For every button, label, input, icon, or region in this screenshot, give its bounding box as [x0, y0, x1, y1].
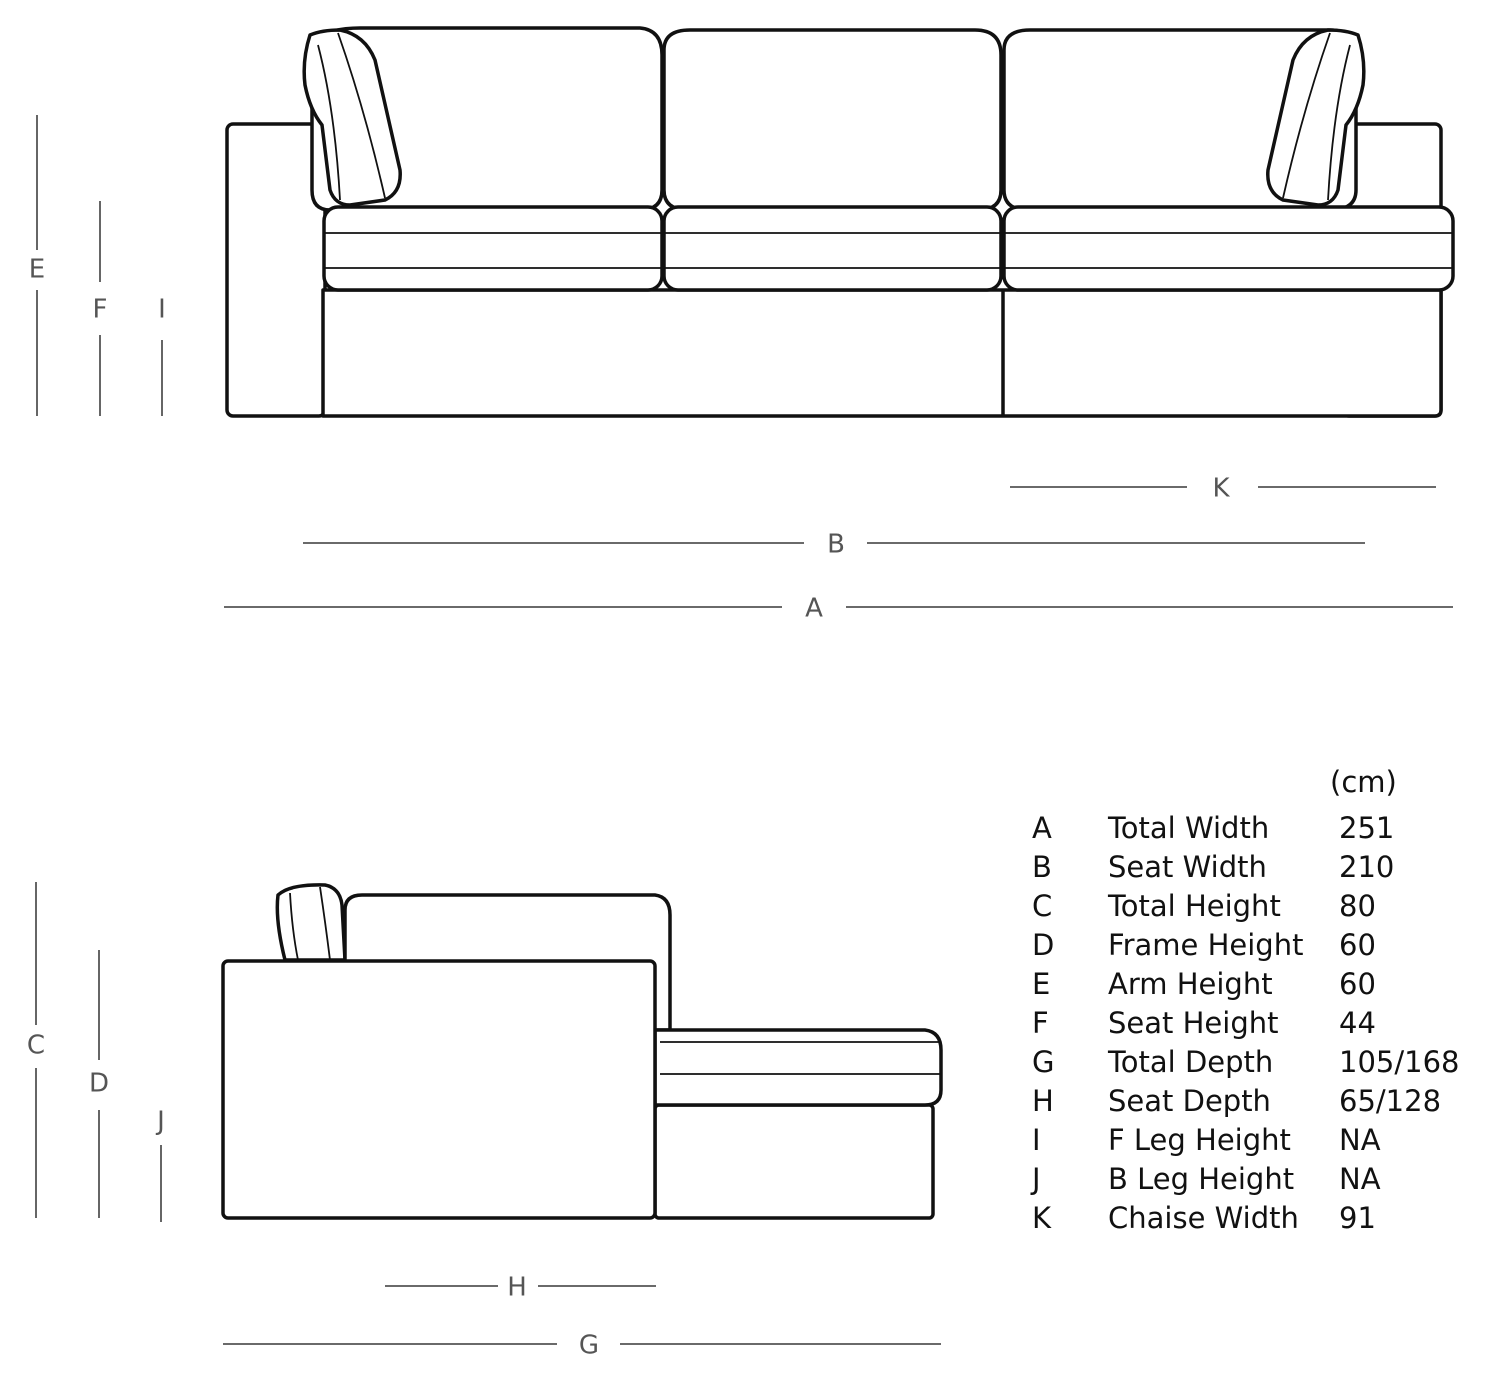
table-row-value: 60 [1339, 928, 1376, 962]
dim-label-b: B [827, 530, 845, 560]
seat-cushion-left [322, 205, 664, 292]
dim-label-k: K [1212, 474, 1230, 504]
unit-label: (cm) [1330, 765, 1397, 799]
table-row-value: 80 [1339, 889, 1376, 923]
side-pillow-stitch [319, 886, 331, 961]
table-row-letter: E [1032, 967, 1050, 1001]
seat-cushion-middle [662, 205, 1003, 292]
table-row-name: Seat Depth [1108, 1084, 1271, 1118]
table-row-letter: F [1032, 1006, 1049, 1040]
dim-label-a: A [805, 594, 823, 624]
seat-cushion-right [1002, 205, 1455, 292]
pillow-left-stitch [317, 44, 341, 201]
table-row-letter: H [1032, 1084, 1054, 1118]
dim-label-c: C [27, 1031, 45, 1061]
table-row-letter: C [1032, 889, 1052, 923]
sofa-front-view [225, 26, 1455, 418]
table-row-name: Seat Width [1108, 850, 1267, 884]
table-row-name: Chaise Width [1108, 1201, 1299, 1235]
dim-label-f: F [93, 295, 108, 325]
sofa-base [321, 288, 1443, 418]
table-row-letter: J [1030, 1162, 1041, 1196]
pillow-right-stitch [1282, 32, 1331, 199]
table-row-letter: D [1032, 928, 1054, 962]
chaise-seat-cushion [653, 1028, 943, 1107]
table-row-value: 105/168 [1339, 1045, 1459, 1079]
pillow-right-stitch [1327, 44, 1351, 201]
table-row-letter: B [1032, 850, 1052, 884]
table-row-value: 60 [1339, 967, 1376, 1001]
table-row-name: B Leg Height [1108, 1162, 1294, 1196]
back-cushion-middle [662, 28, 1003, 212]
table-row-value: 44 [1339, 1006, 1376, 1040]
pillow-left-stitch [337, 32, 386, 199]
table-row-letter: A [1032, 811, 1052, 845]
dim-label-h: H [507, 1273, 527, 1303]
dim-label-d: D [89, 1069, 109, 1099]
dim-label-j: J [155, 1107, 165, 1137]
table-row-value: NA [1339, 1123, 1381, 1157]
dim-label-i: I [158, 295, 166, 325]
table-row-letter: I [1032, 1123, 1041, 1157]
table-row-name: F Leg Height [1108, 1123, 1291, 1157]
table-row-name: Frame Height [1108, 928, 1303, 962]
table-row-name: Total Height [1107, 889, 1281, 923]
table-row-value: 251 [1339, 811, 1394, 845]
side-arm-block [221, 959, 657, 1220]
sofa-side-view [221, 883, 943, 1220]
side-pillow [275, 883, 347, 962]
dimension-lines: E F I K B A C D J H G [27, 115, 1453, 1361]
table-row-value: 65/128 [1339, 1084, 1441, 1118]
table-row-name: Total Width [1107, 811, 1269, 845]
table-row-value: NA [1339, 1162, 1381, 1196]
table-row-letter: G [1032, 1045, 1054, 1079]
dim-label-g: G [579, 1331, 599, 1361]
chaise-base [653, 1103, 935, 1220]
table-row-value: 210 [1339, 850, 1394, 884]
table-row-name: Arm Height [1108, 967, 1273, 1001]
table-row-letter: K [1032, 1201, 1052, 1235]
table-row-value: 91 [1339, 1201, 1376, 1235]
table-row-name: Total Depth [1107, 1045, 1273, 1079]
side-pillow-stitch [289, 892, 299, 961]
table-row-name: Seat Height [1108, 1006, 1278, 1040]
dim-label-e: E [29, 255, 45, 285]
